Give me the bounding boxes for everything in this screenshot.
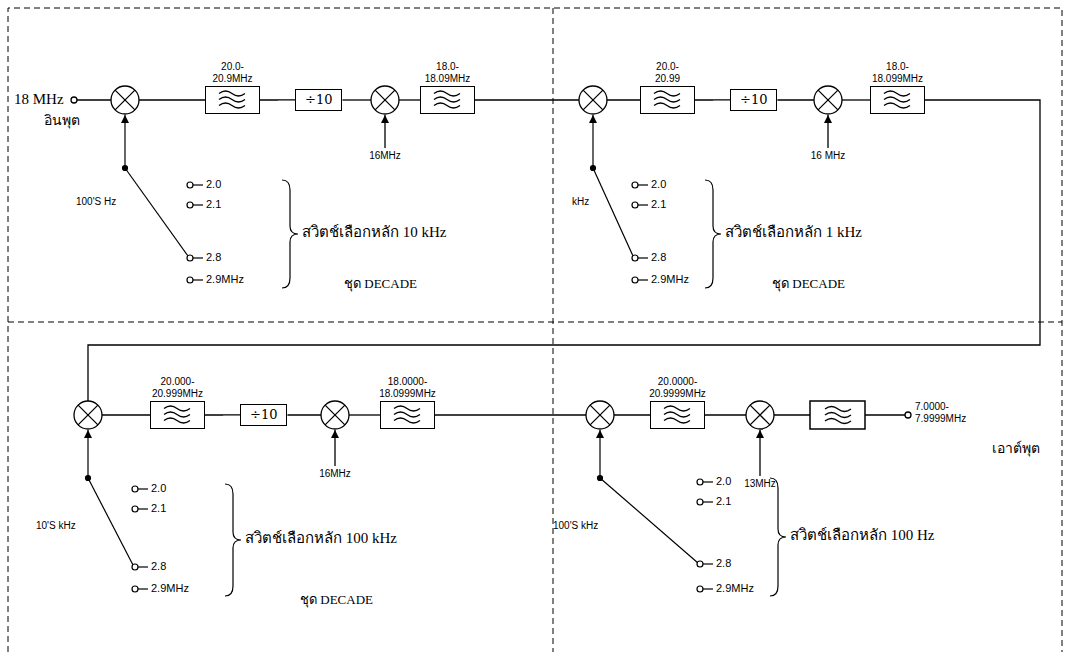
- frequency-range: 20.0000- 20.9999MHz: [649, 376, 706, 399]
- last-filter: [810, 401, 865, 429]
- filter-symbol: [421, 87, 473, 112]
- frequency-range: 20.0- 20.99: [655, 61, 680, 84]
- filter-box: 18.0- 18.099MHz: [870, 86, 925, 114]
- signal-label: 2.1: [206, 198, 221, 212]
- signal-connector: [695, 99, 730, 101]
- frequency-range: 18.0000- 18.0999MHz: [379, 376, 436, 399]
- filter-box: 20.000- 20.999MHz: [150, 401, 205, 429]
- signal-label: 2.0: [151, 482, 166, 496]
- signal-wire: [777, 99, 814, 100]
- filter-box: 20.0- 20.9MHz: [205, 86, 260, 114]
- signal-label: ชุด DECADE: [772, 276, 845, 292]
- frequency-range: 18.0- 18.09MHz: [425, 61, 471, 84]
- signal-wire: [287, 414, 321, 415]
- divider-label: ÷10: [731, 90, 776, 110]
- section-label: 18 MHz: [14, 90, 64, 109]
- filter-symbol: [206, 87, 258, 112]
- divider-box: ÷10: [240, 404, 287, 426]
- signal-wire: [342, 99, 371, 100]
- filter-symbol: [871, 87, 923, 112]
- section-label: เอาต์พุต: [992, 440, 1040, 458]
- divider-label: ÷10: [296, 90, 341, 110]
- frequency-range: 20.0- 20.9MHz: [212, 61, 252, 84]
- mixer-symbols: [74, 86, 842, 429]
- signal-label: 13MHz: [744, 478, 776, 491]
- signal-label: 16MHz: [319, 468, 351, 481]
- section-label: สวิตช์เลือกหลัก 100 kHz: [245, 529, 397, 548]
- decade-switches: [86, 115, 787, 596]
- signal-wires: [71, 97, 1040, 476]
- filter-box: 18.0- 18.09MHz: [420, 86, 475, 114]
- filter-symbol: [641, 87, 693, 112]
- signal-label: 16 MHz: [811, 150, 845, 163]
- section-label: สวิตช์เลือกหลัก 100 Hz: [790, 526, 935, 545]
- signal-label: 2.1: [651, 198, 666, 212]
- signal-label: 2.9MHz: [651, 273, 689, 287]
- signal-label: 16MHz: [369, 150, 401, 163]
- divider-label: ÷10: [241, 405, 286, 425]
- filter-symbol: [151, 402, 203, 427]
- filter-box: 18.0000- 18.0999MHz: [380, 401, 435, 429]
- section-label: สวิตช์เลือกหลัก 10 kHz: [302, 223, 447, 242]
- signal-label: 2.8: [206, 251, 221, 265]
- signal-label: 100'S Hz: [76, 196, 116, 209]
- signal-connector: [205, 414, 240, 416]
- signal-label: 7.0000- 7.9999MHz: [915, 401, 966, 424]
- signal-label: 2.8: [151, 560, 166, 574]
- filter-box: 20.0000- 20.9999MHz: [650, 401, 705, 429]
- signal-label: 2.1: [716, 495, 731, 509]
- signal-label: 10'S kHz: [36, 520, 76, 533]
- signal-label: 2.1: [151, 502, 166, 516]
- signal-label: 2.0: [206, 178, 221, 192]
- signal-label: ชุด DECADE: [300, 592, 373, 608]
- filter-box: 20.0- 20.99: [640, 86, 695, 114]
- frequency-range: 18.0- 18.099MHz: [872, 61, 923, 84]
- filter-symbol: [381, 402, 433, 427]
- filter-symbol: [651, 402, 703, 427]
- signal-label: kHz: [572, 196, 589, 209]
- signal-label: 2.9MHz: [206, 273, 244, 287]
- signal-label: ชุด DECADE: [344, 276, 417, 292]
- signal-connector: [260, 99, 295, 101]
- signal-label: 2.8: [651, 251, 666, 265]
- signal-label: 100'S kHz: [553, 520, 598, 533]
- signal-label: 2.0: [651, 178, 666, 192]
- signal-label: 2.9MHz: [716, 582, 754, 596]
- section-label: สวิตช์เลือกหลัก 1 kHz: [725, 223, 862, 242]
- signal-label: 2.8: [716, 557, 731, 571]
- divider-box: ÷10: [730, 89, 777, 111]
- section-label: อินพุต: [44, 112, 80, 130]
- signal-label: 2.0: [716, 475, 731, 489]
- section-borders: [8, 8, 1062, 652]
- frequency-range: 20.000- 20.999MHz: [152, 376, 203, 399]
- divider-box: ÷10: [295, 89, 342, 111]
- signal-label: 2.9MHz: [151, 582, 189, 596]
